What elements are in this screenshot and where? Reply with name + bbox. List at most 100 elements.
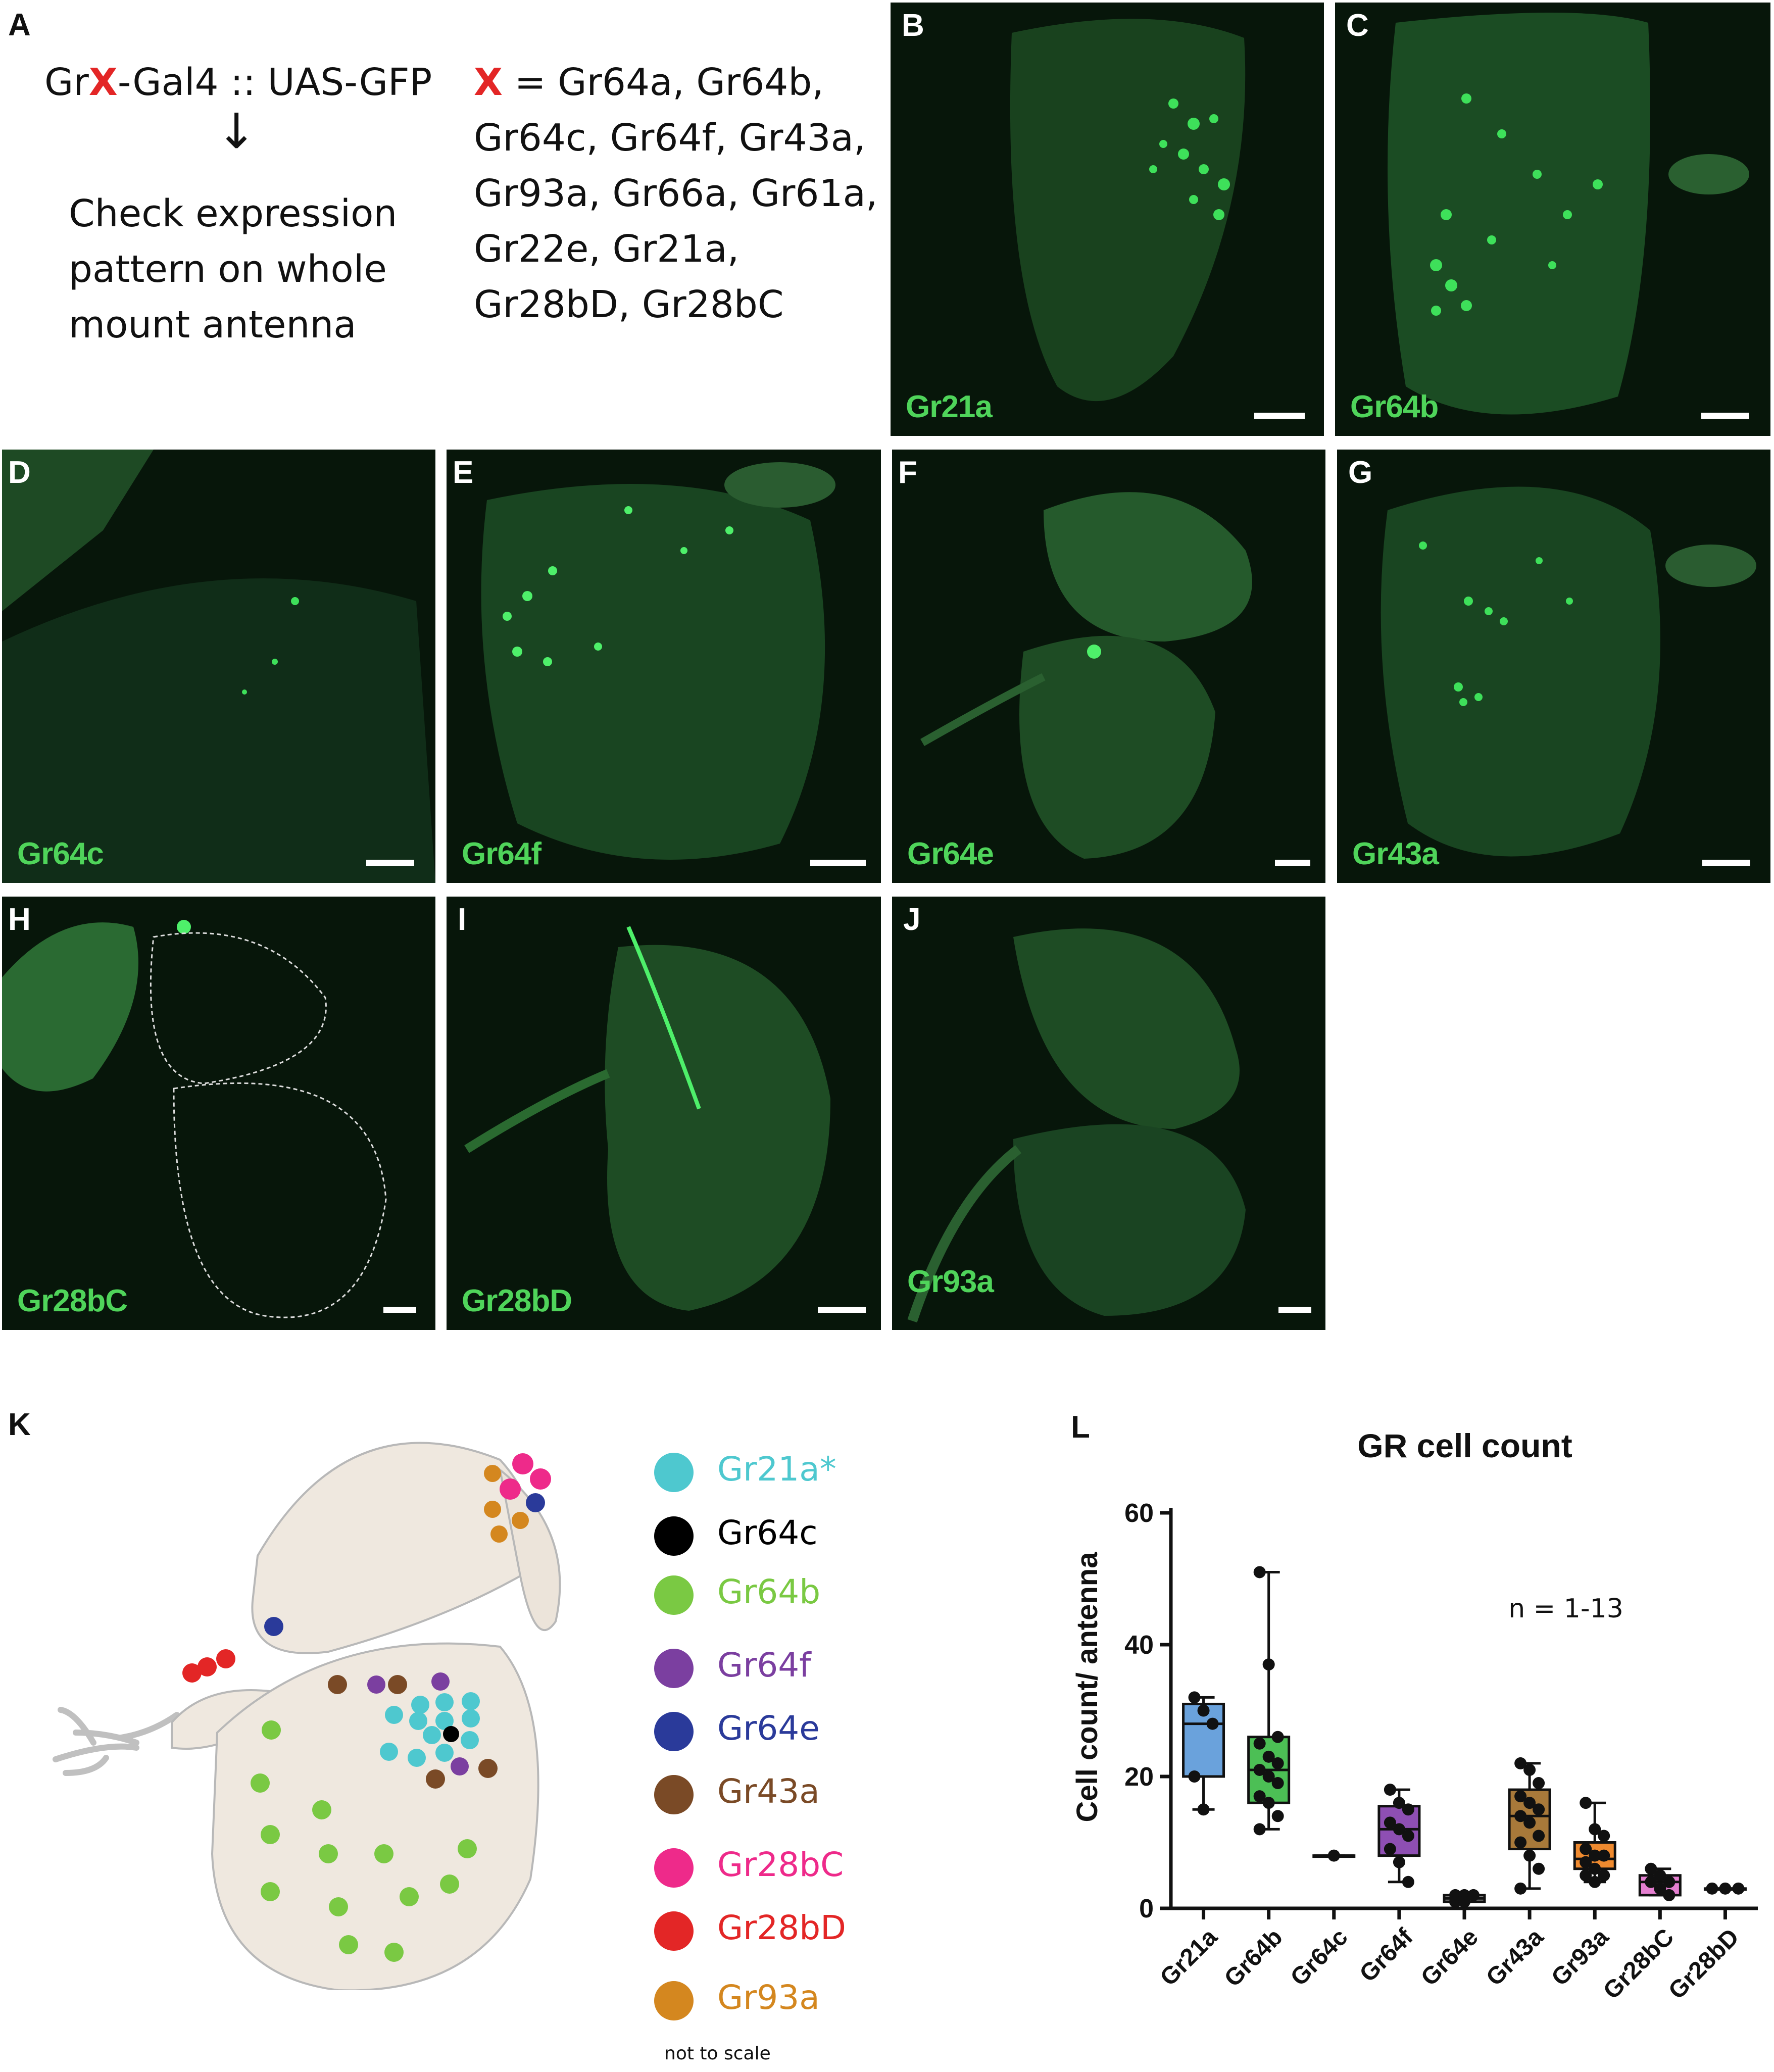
data-point-Gr64c (1327, 1849, 1340, 1862)
legend-swatch-gr28bc (654, 1848, 694, 1888)
data-point-Gr64f (1384, 1816, 1396, 1829)
data-point-Gr21a (1188, 1770, 1201, 1783)
data-point-Gr28bC (1645, 1862, 1657, 1875)
legend-label-gr21a: Gr21a* (717, 1450, 836, 1489)
data-point-Gr93a (1589, 1876, 1601, 1888)
legend-label-gr28bd: Gr28bD (717, 1908, 846, 1947)
panel-letter-a: A (8, 8, 31, 42)
panel-f-micrograph: F Gr64e (892, 450, 1325, 883)
data-point-Gr93a (1598, 1849, 1610, 1862)
data-point-Gr64f (1384, 1843, 1396, 1855)
legend-item-gr64c: Gr64c (654, 1509, 907, 1560)
panel-letter-h: H (8, 902, 31, 937)
data-point-Gr64b (1253, 1790, 1266, 1803)
panel-c-micrograph: C Gr64b (1335, 3, 1770, 436)
data-point-Gr28bC (1663, 1889, 1676, 1901)
data-point-Gr43a (1533, 1777, 1545, 1790)
legend-item-gr28bd: Gr28bD (654, 1904, 907, 1955)
data-point-Gr64b (1253, 1566, 1266, 1578)
panel-letter-k: K (8, 1407, 31, 1442)
panel-letter-c: C (1346, 8, 1369, 43)
data-point-Gr93a (1589, 1862, 1601, 1875)
data-point-Gr64b (1262, 1797, 1275, 1809)
y-tick-label: 60 (1124, 1499, 1154, 1528)
data-point-Gr64e (1458, 1895, 1470, 1908)
antenna-tissue-f (920, 492, 1252, 859)
data-point-Gr64f (1402, 1876, 1414, 1888)
data-point-Gr21a (1197, 1704, 1210, 1717)
scale-bar-b (1254, 413, 1305, 419)
chart-y-axis-label: Cell count/ antenna (1071, 1552, 1104, 1822)
antenna-tissue-d (2, 450, 435, 883)
legend-swatch-gr93a (654, 1981, 694, 2020)
gr64f-cells (367, 1672, 469, 1775)
scale-bar-c (1701, 413, 1749, 419)
gr64e-cells (264, 1493, 545, 1636)
data-point-Gr64b (1262, 1750, 1275, 1763)
data-point-Gr43a (1533, 1830, 1545, 1842)
data-point-Gr64b (1271, 1810, 1284, 1822)
chart-boxes (1182, 1566, 1747, 1908)
data-point-Gr64b (1271, 1731, 1284, 1743)
x-tick-label-Gr28bD: Gr28bD (1663, 1923, 1744, 2004)
gr21a-cells (380, 1692, 480, 1767)
panel-letter-i: I (458, 902, 467, 937)
data-point-Gr93a (1598, 1830, 1610, 1842)
legend-label-gr43a: Gr43a (717, 1772, 820, 1811)
gene-label-g: Gr43a (1352, 836, 1439, 871)
legend-item-gr43a: Gr43a (654, 1768, 907, 1818)
data-point-Gr43a (1523, 1849, 1536, 1862)
data-point-Gr64f (1402, 1803, 1414, 1816)
scale-bar-j (1278, 1307, 1311, 1313)
data-point-Gr64f (1393, 1797, 1405, 1809)
data-point-Gr64b (1253, 1737, 1266, 1750)
x-list-line-3: Gr93a, Gr66a, Gr61a, (474, 172, 878, 215)
data-point-Gr28bD (1706, 1882, 1718, 1895)
gr64b-cells (251, 1720, 477, 1962)
gr93a-cells (484, 1465, 529, 1543)
antenna-tissue-j (907, 928, 1246, 1323)
legend-label-gr64f: Gr64f (717, 1646, 811, 1685)
data-point-Gr43a (1533, 1803, 1545, 1816)
data-point-Gr64e (1449, 1895, 1461, 1908)
y-tick-label: 0 (1139, 1894, 1154, 1923)
antenna-schematic (53, 1442, 561, 1990)
data-point-Gr43a (1514, 1882, 1527, 1895)
data-point-Gr43a (1523, 1763, 1536, 1776)
construct-text: GrX-Gal4 :: UAS-GFP (44, 55, 432, 110)
panel-b-micrograph: B Gr21a (891, 3, 1324, 436)
legend-swatch-gr21a (654, 1453, 694, 1492)
data-point-Gr64b (1271, 1757, 1284, 1769)
data-point-Gr43a (1514, 1810, 1527, 1822)
gr64c-cell (443, 1726, 459, 1742)
x-tick-label-Gr43a: Gr43a (1481, 1923, 1549, 1991)
gene-label-c: Gr64b (1350, 389, 1439, 424)
legend-swatch-gr64e (654, 1712, 694, 1751)
x-tick-label-Gr28bC: Gr28bC (1598, 1923, 1679, 2004)
gr-cell-count-chart: GR cell count Cell count/ antenna n = 1-… (1071, 1427, 1758, 2005)
legend-swatch-gr64b (654, 1575, 694, 1615)
chart-annotation: n = 1-13 (1508, 1594, 1623, 1624)
not-to-scale-note: not to scale (664, 2043, 771, 2064)
data-point-Gr43a (1514, 1836, 1527, 1849)
panel-letter-l: L (1071, 1410, 1090, 1445)
panel-e-micrograph: E Gr64f (447, 450, 881, 883)
antenna-tissue-h (2, 920, 387, 1318)
gr28bc-cells (500, 1453, 551, 1500)
check-line-1: Check expression (69, 192, 398, 235)
gr28bd-cells (182, 1649, 235, 1683)
scale-bar-f (1275, 860, 1310, 866)
gene-label-h: Gr28bC (17, 1284, 128, 1318)
data-point-Gr64b (1253, 1823, 1266, 1836)
data-point-Gr28bD (1732, 1882, 1745, 1895)
gene-label-j: Gr93a (907, 1264, 994, 1299)
legend-item-gr64f: Gr64f (654, 1642, 907, 1692)
construct-x: X (88, 61, 118, 104)
x-list-line-5: Gr28bD, Gr28bC (474, 283, 784, 326)
legend-item-gr28bc: Gr28bC (654, 1841, 907, 1892)
legend-swatch-gr64f (654, 1649, 694, 1688)
panel-i-micrograph: I Gr28bD (447, 897, 881, 1330)
y-tick-label: 40 (1124, 1631, 1154, 1660)
